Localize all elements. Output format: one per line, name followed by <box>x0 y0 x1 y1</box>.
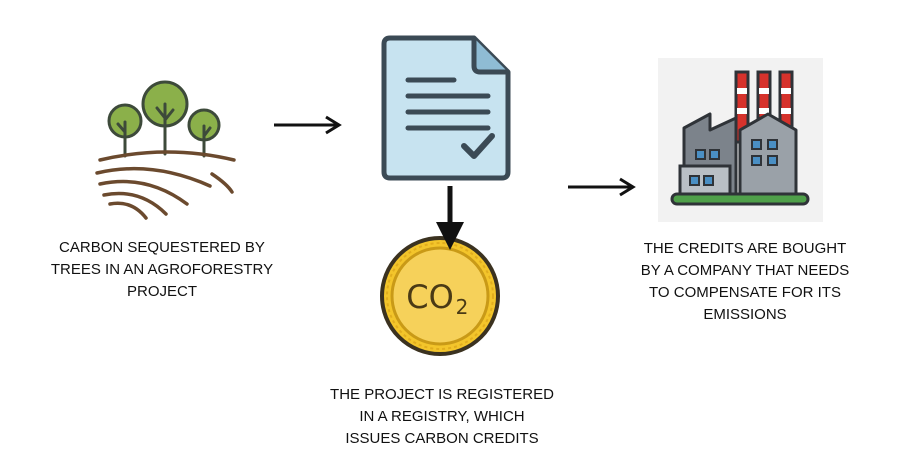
factory-icon <box>658 58 823 222</box>
coin-label: CO <box>406 278 454 316</box>
arrow-down-icon <box>436 186 464 250</box>
coin-subscript: 2 <box>456 295 469 319</box>
co2-coin-icon: CO 2 <box>380 236 500 356</box>
agroforestry-icon <box>95 80 236 220</box>
caption-forest: CARBON SEQUESTERED BY TREES IN AN AGROFO… <box>50 239 274 300</box>
arrow-right-icon <box>568 177 636 197</box>
document-check-icon <box>381 35 511 181</box>
caption-registry: THE PROJECT IS REGISTERED IN A REGISTRY,… <box>330 386 554 447</box>
arrow-right-icon <box>274 115 342 135</box>
caption-company: THE CREDITS ARE BOUGHT BY A COMPANY THAT… <box>640 240 850 323</box>
